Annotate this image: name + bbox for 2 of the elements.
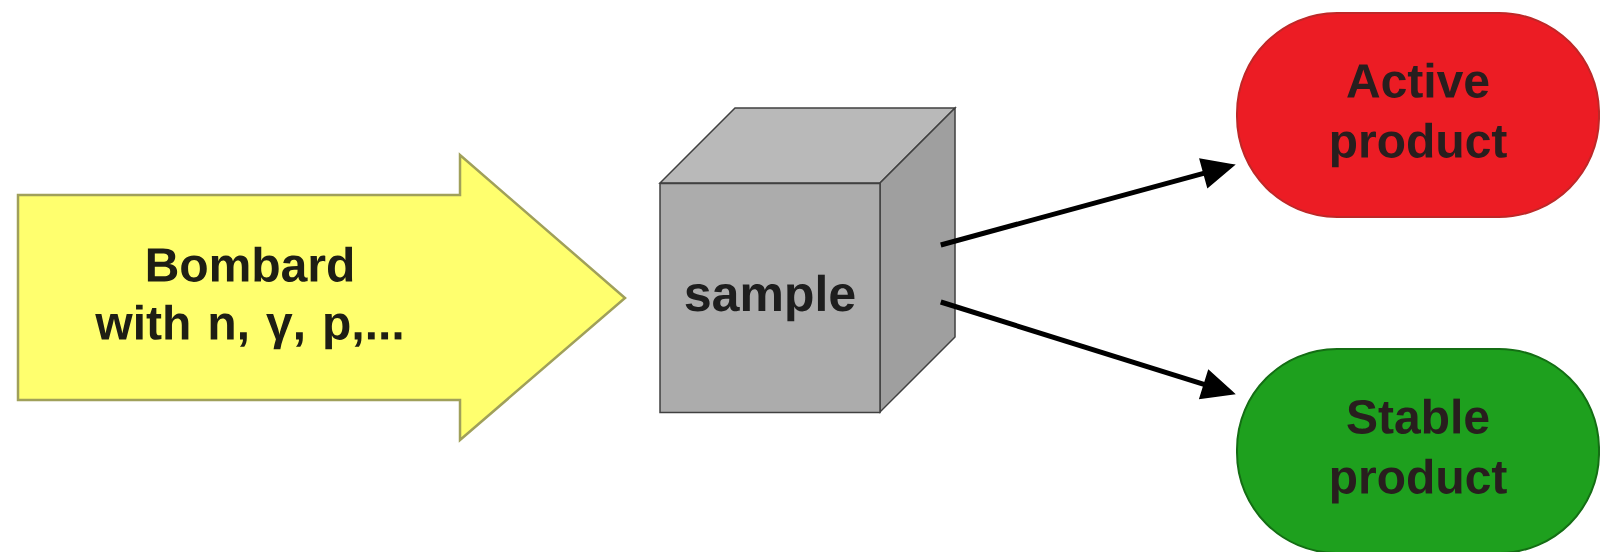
- rounded-box: Active product: [1236, 12, 1600, 218]
- rounded-box: Stable product: [1236, 348, 1600, 552]
